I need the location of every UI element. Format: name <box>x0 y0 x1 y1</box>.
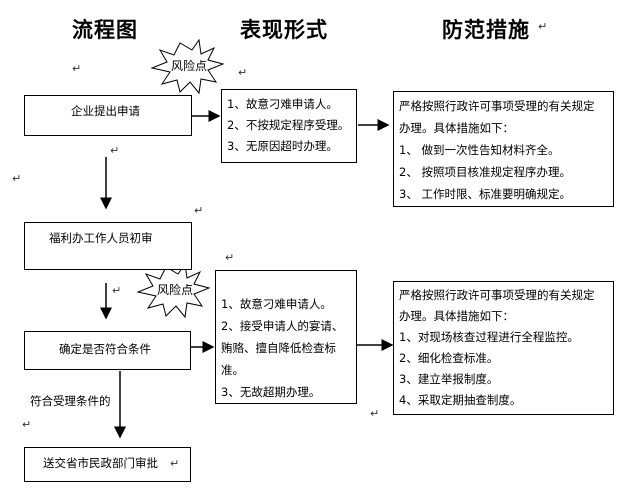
measure-item: 3、 工作时限、标准要明确规定。 <box>399 187 571 201</box>
measure-intro: 办理。具体措施如下： <box>399 121 514 135</box>
risk-form-box-1: 1、故意刁难申请人。 2、不按规定程序受理。 3、无原因超时办理。 <box>221 89 357 163</box>
flow-node-check-conditions: 确定是否符合条件 <box>24 331 191 370</box>
paragraph-mark: ↵ <box>238 66 248 79</box>
paragraph-mark: ↵ <box>194 204 204 217</box>
risk-form-item: 2、接受申请人的宴请、 <box>221 319 344 333</box>
risk-form-list-1: 1、故意刁难申请人。 2、不按规定程序受理。 3、无原因超时办理。 <box>227 94 349 157</box>
flow-node-apply: 企业提出申请 <box>24 95 192 136</box>
risk-form-item: 3、无原因超时办理。 <box>227 139 338 153</box>
measure-item: 2、细化检查标准。 <box>399 351 499 365</box>
paragraph-mark: ↵ <box>370 407 380 420</box>
risk-label-1: 风险点 <box>171 59 208 73</box>
risk-form-item: 2、不按规定程序受理。 <box>227 118 350 132</box>
header-measures: 防范措施 <box>442 18 530 42</box>
measure-item: 4、采取定期抽查制度。 <box>399 393 522 407</box>
measure-box-1: 严格按照行政许可事项受理的有关规定 办理。具体措施如下： 1、 做到一次性告知材… <box>393 91 614 207</box>
measure-list-2: 严格按照行政许可事项受理的有关规定 办理。具体措施如下： 1、对现场核查过程进行… <box>399 285 595 411</box>
risk-starburst-2 <box>136 262 211 319</box>
flow-node-submit-label: 送交省市民政部门审批 <box>43 456 158 470</box>
risk-form-list-2: 1、故意刁难申请人。 2、接受申请人的宴请、 贿赂、擅自降低检查标 准。 3、无… <box>221 293 343 403</box>
paragraph-mark: ↵ <box>112 284 122 297</box>
flow-node-initial-review: 福利办工作人员初审 <box>24 222 192 270</box>
risk-form-box-2: 1、故意刁难申请人。 2、接受申请人的宴请、 贿赂、擅自降低检查标 准。 3、无… <box>215 270 357 404</box>
flow-node-initial-review-label: 福利办工作人员初审 <box>49 231 153 245</box>
paragraph-mark: ↵ <box>12 172 22 185</box>
measure-list-1: 严格按照行政许可事项受理的有关规定 办理。具体措施如下： 1、 做到一次性告知材… <box>399 95 595 205</box>
paragraph-mark: ↵ <box>225 251 235 264</box>
measure-item: 2、 按照项目核准规定程序办理。 <box>399 165 571 179</box>
measure-intro: 严格按照行政许可事项受理的有关规定 <box>399 99 595 113</box>
flow-node-submit: 送交省市民政部门审批 <box>24 447 191 482</box>
risk-form-item: 1、故意刁难申请人。 <box>227 97 338 111</box>
measure-box-2: 严格按照行政许可事项受理的有关规定 办理。具体措施如下： 1、对现场核查过程进行… <box>393 281 614 415</box>
paragraph-mark: ↵ <box>22 418 32 431</box>
paragraph-mark: ↵ <box>72 62 82 75</box>
risk-form-item: 3、无故超期办理。 <box>221 385 321 399</box>
paragraph-mark: ↵ <box>170 457 180 470</box>
header-flowchart: 流程图 <box>72 18 138 42</box>
measure-intro: 严格按照行政许可事项受理的有关规定 <box>399 288 595 302</box>
measure-item: 1、对现场核查过程进行全程监控。 <box>399 330 579 344</box>
risk-starburst-1 <box>150 38 225 95</box>
risk-form-item: 准。 <box>221 363 244 377</box>
branch-label: 符合受理条件的 <box>30 394 111 408</box>
risk-label-2: 风险点 <box>157 283 194 297</box>
flow-node-check-conditions-label: 确定是否符合条件 <box>59 342 151 356</box>
flow-node-apply-label: 企业提出申请 <box>71 104 140 118</box>
paragraph-mark: ↵ <box>538 20 548 33</box>
measure-item: 3、建立举报制度。 <box>399 372 499 386</box>
risk-form-item: 1、故意刁难申请人。 <box>221 297 332 311</box>
measure-item: 1、 做到一次性告知材料齐全。 <box>399 143 560 157</box>
measure-intro: 办理。具体措施如下： <box>399 309 514 323</box>
header-form: 表现形式 <box>240 18 328 42</box>
paragraph-mark: ↵ <box>110 144 120 157</box>
risk-form-item: 贿赂、擅自降低检查标 <box>221 341 336 355</box>
